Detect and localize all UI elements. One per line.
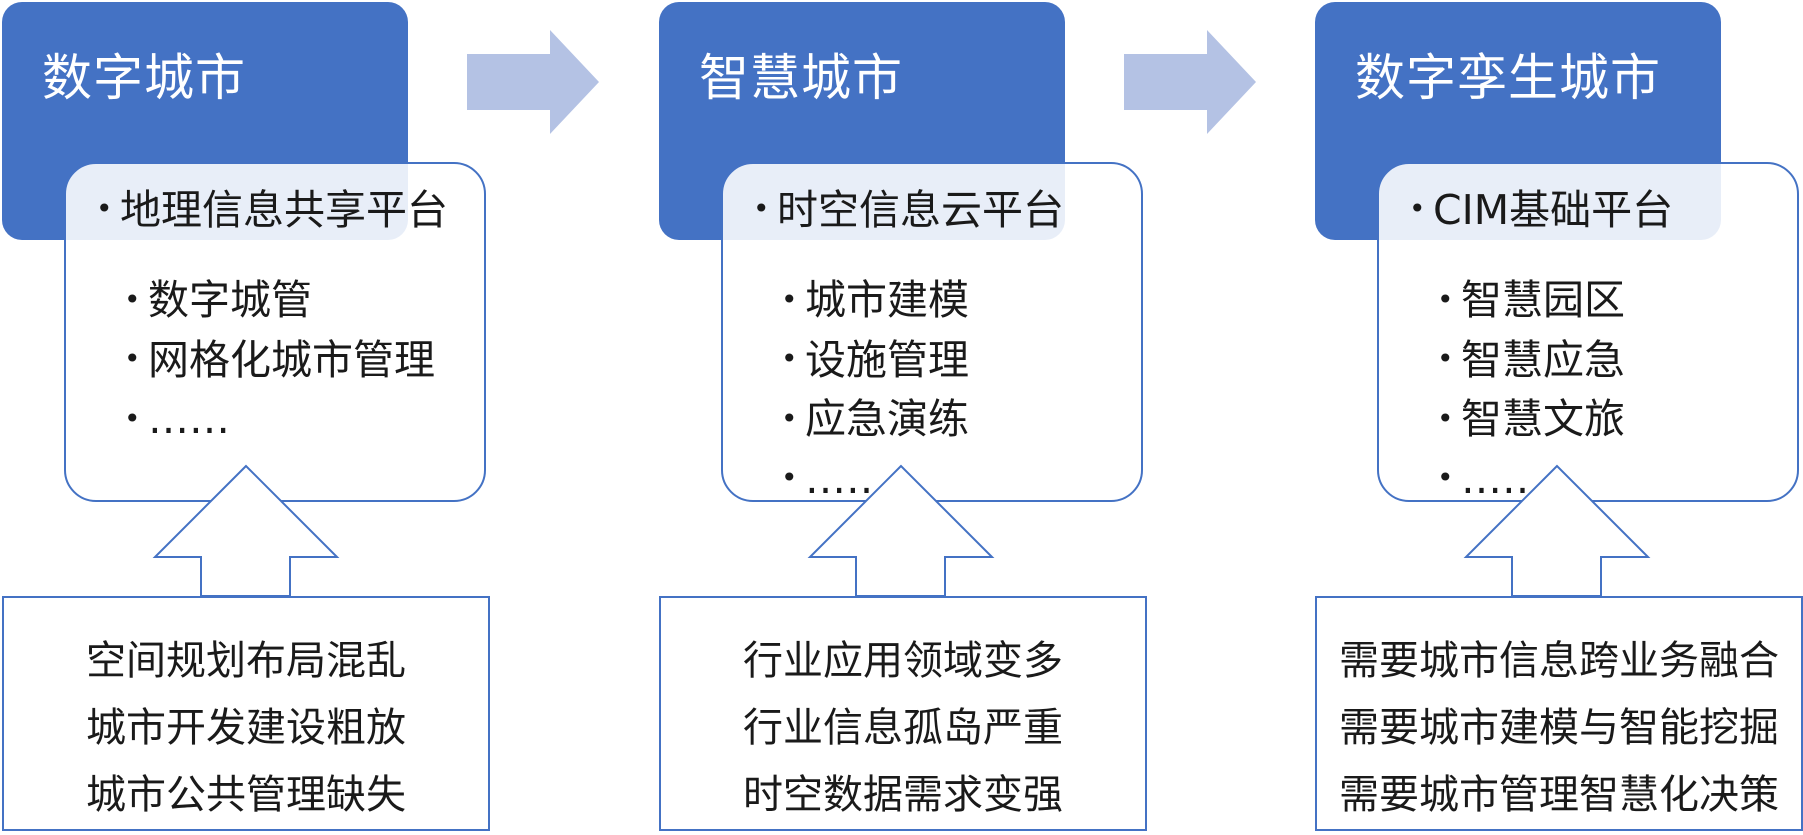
bullet-icon: • (1437, 461, 1454, 494)
driver-list: 需要城市信息跨业务融合 需要城市建模与智能挖掘 需要城市管理智慧化决策 (1317, 628, 1801, 829)
stage-smart-city: 智慧城市 •时空信息云平台 •城市建模 •设施管理 •应急演练 •…… 行业应用… (657, 0, 1307, 835)
platform-name: CIM基础平台 (1433, 186, 1674, 234)
driver-box: 空间规划布局混乱 城市开发建设粗放 城市公共管理缺失 (2, 596, 490, 831)
list-item: 空间规划布局混乱 (86, 638, 406, 684)
application-label: 城市建模 (805, 276, 969, 324)
application-label: 应急演练 (805, 395, 969, 443)
bullet-icon: • (96, 192, 113, 225)
bullet-icon: • (1409, 192, 1426, 225)
stage-digital-twin-city: 数字孪生城市 •CIM基础平台 •智慧园区 •智慧应急 •智慧文旅 •…… 需要… (1313, 0, 1803, 835)
bullet-icon: • (753, 192, 770, 225)
platform-detail-box: •地理信息共享平台 •数字城管 •网格化城市管理 •…… (64, 162, 486, 502)
list-item: •城市建模 (781, 272, 969, 332)
bullet-icon: • (124, 342, 141, 375)
list-item: 时空数据需求变强 (743, 772, 1063, 818)
stage-title: 数字城市 (42, 49, 246, 107)
platform-name: 时空信息云平台 (777, 186, 1064, 234)
list-item: •智慧文旅 (1437, 391, 1625, 451)
bullet-icon: • (781, 282, 798, 316)
list-item: •…… (1437, 451, 1625, 511)
list-item: •…… (124, 391, 435, 451)
right-arrow-icon (1124, 30, 1256, 134)
bullet-icon: • (124, 401, 141, 435)
platform-label: •时空信息云平台 (753, 184, 1064, 239)
application-list: •数字城管 •网格化城市管理 •…… (124, 272, 435, 451)
list-item: •网格化城市管理 (124, 332, 435, 392)
platform-label: •CIM基础平台 (1409, 184, 1673, 239)
application-label: …… (805, 454, 887, 503)
bullet-icon: • (124, 282, 141, 316)
platform-label: •地理信息共享平台 (96, 184, 448, 239)
list-item: •智慧园区 (1437, 272, 1625, 332)
platform-detail-box: •时空信息云平台 •城市建模 •设施管理 •应急演练 •…… (721, 162, 1143, 503)
application-label: 设施管理 (805, 335, 969, 384)
stage-title: 数字孪生城市 (1355, 49, 1661, 107)
list-item: •…… (781, 451, 969, 511)
application-label: 数字城管 (148, 276, 312, 324)
list-item: •数字城管 (124, 272, 435, 332)
application-list: •城市建模 •设施管理 •应急演练 •…… (781, 272, 969, 510)
application-label: …… (148, 395, 230, 443)
list-item: •设施管理 (781, 332, 969, 392)
list-item: 行业信息孤岛严重 (743, 705, 1063, 751)
application-label: 智慧文旅 (1461, 395, 1625, 443)
bullet-icon: • (1437, 401, 1454, 435)
application-label: 网格化城市管理 (148, 335, 435, 384)
bullet-icon: • (781, 342, 798, 375)
bullet-icon: • (781, 401, 798, 435)
application-label: 智慧应急 (1461, 335, 1625, 384)
list-item: 需要城市管理智慧化决策 (1339, 772, 1779, 818)
bullet-icon: • (781, 461, 798, 494)
application-list: •智慧园区 •智慧应急 •智慧文旅 •…… (1437, 272, 1625, 510)
driver-list: 行业应用领域变多 行业信息孤岛严重 时空数据需求变强 (661, 628, 1145, 829)
stage-title: 智慧城市 (699, 49, 903, 107)
bullet-icon: • (1437, 282, 1454, 316)
stage-digital-city: 数字城市 •地理信息共享平台 •数字城管 •网格化城市管理 •…… 空间规划布局… (0, 0, 650, 835)
platform-name: 地理信息共享平台 (120, 186, 448, 234)
driver-box: 需要城市信息跨业务融合 需要城市建模与智能挖掘 需要城市管理智慧化决策 (1315, 596, 1803, 831)
platform-detail-box: •CIM基础平台 •智慧园区 •智慧应急 •智慧文旅 •…… (1377, 162, 1799, 503)
right-arrow-icon (467, 30, 599, 134)
list-item: 城市开发建设粗放 (86, 705, 406, 751)
list-item: •应急演练 (781, 391, 969, 451)
list-item: •智慧应急 (1437, 332, 1625, 392)
list-item: 需要城市信息跨业务融合 (1339, 638, 1779, 684)
list-item: 需要城市建模与智能挖掘 (1339, 705, 1779, 751)
list-item: 行业应用领域变多 (743, 638, 1063, 684)
application-label: 智慧园区 (1461, 276, 1625, 324)
application-label: …… (1461, 454, 1543, 503)
driver-box: 行业应用领域变多 行业信息孤岛严重 时空数据需求变强 (659, 596, 1147, 831)
list-item: 城市公共管理缺失 (86, 772, 406, 818)
driver-list: 空间规划布局混乱 城市开发建设粗放 城市公共管理缺失 (4, 628, 488, 829)
bullet-icon: • (1437, 342, 1454, 375)
